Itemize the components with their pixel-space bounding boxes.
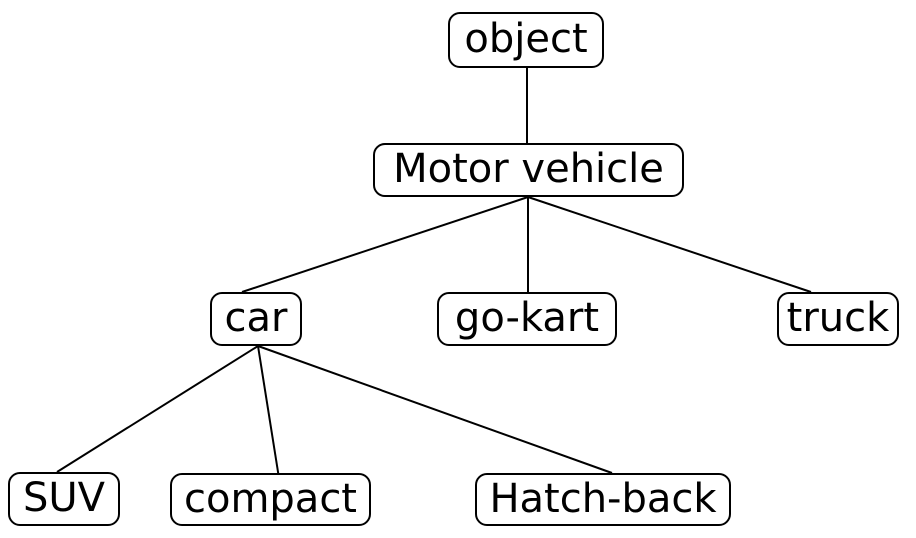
node-label: car [224, 295, 288, 341]
edge-car-to-compact [257, 345, 283, 498]
node-label: object [464, 16, 588, 62]
node-go-kart[interactable]: go-kart [437, 292, 617, 346]
node-label: compact [183, 475, 357, 522]
node-suv[interactable]: SUV [8, 472, 120, 526]
node-label: SUV [22, 475, 106, 521]
edge-motor-to-truck [527, 196, 812, 293]
node-motor-vehicle[interactable]: Motor vehicle [373, 143, 684, 197]
node-truck[interactable]: truck [777, 292, 899, 346]
edge-car-to-hatchback [257, 345, 613, 474]
node-object[interactable]: object [448, 12, 604, 68]
node-label: truck [786, 295, 890, 341]
node-label: Hatch-back [489, 475, 717, 522]
node-label: Motor vehicle [393, 146, 664, 192]
node-hatch-back[interactable]: Hatch-back [475, 473, 731, 526]
node-label: go-kart [454, 295, 600, 341]
edge-car-to-suv [56, 345, 259, 473]
edge-motor-to-car [241, 196, 529, 293]
node-compact[interactable]: compact [170, 473, 371, 526]
node-car[interactable]: car [210, 292, 302, 346]
